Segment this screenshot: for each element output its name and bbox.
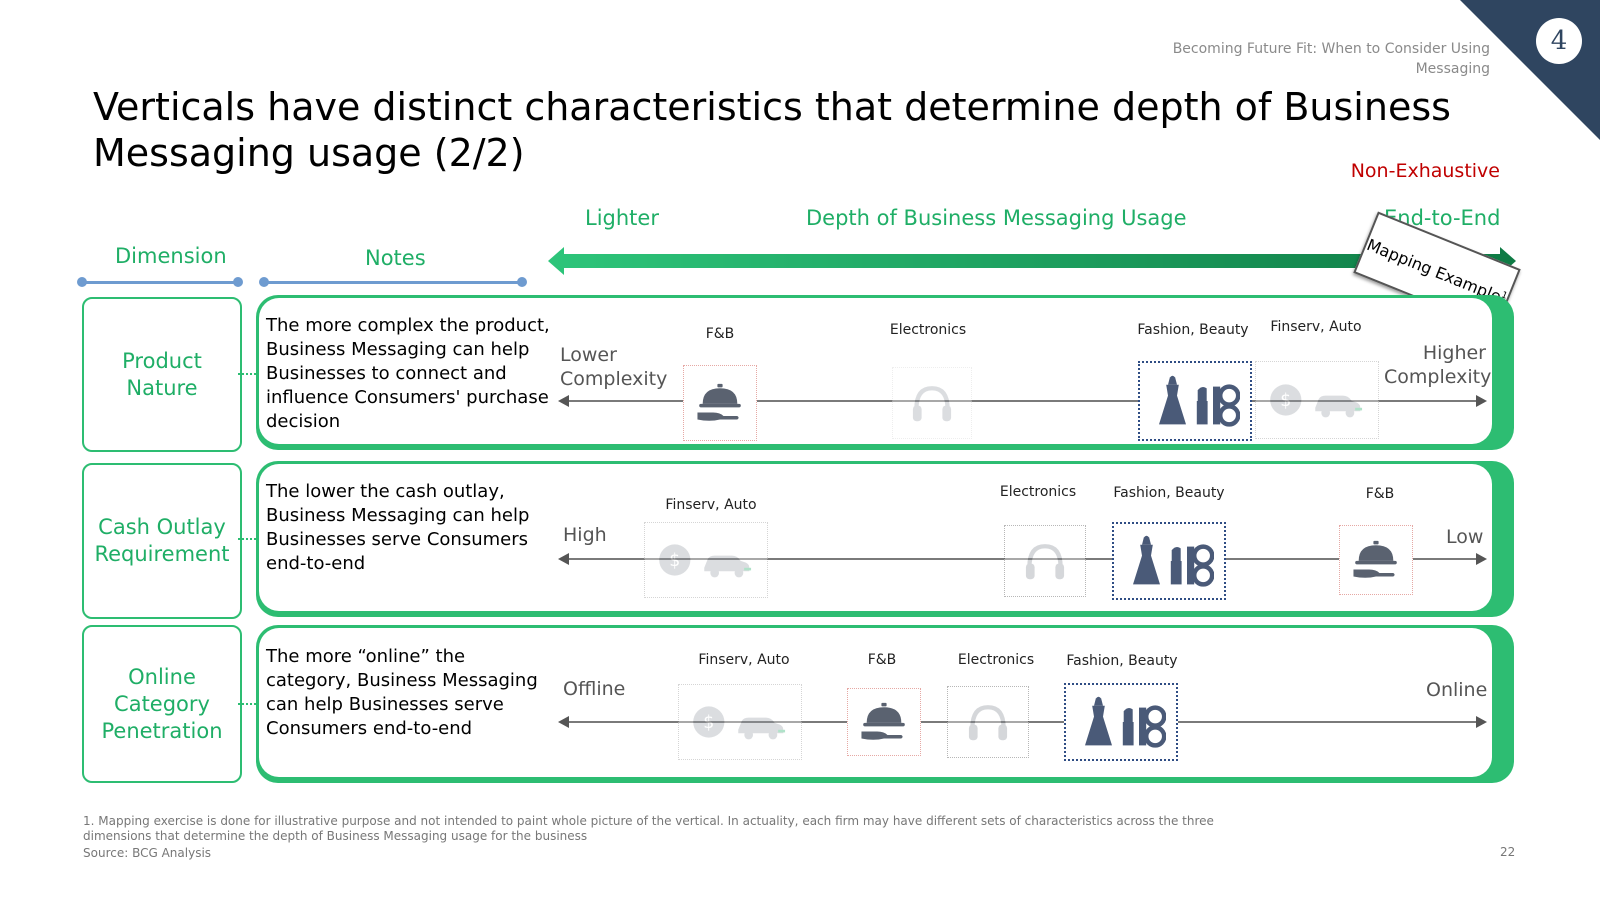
axis-left-label: High [563,524,607,546]
category-label: Fashion, Beauty [1113,485,1225,501]
food-cloche-icon [694,381,746,425]
dress-lipstick-icon [1150,374,1240,428]
row-frame-cash-outlay [256,461,1514,617]
axis-product-nature [566,400,1480,402]
category-label: Electronics [999,484,1077,500]
corner-accent [1460,0,1600,140]
rule-dot [233,277,243,287]
headphones-icon [906,381,958,425]
coin-car-icon [654,538,758,582]
dimension-cash-outlay: Cash Outlay Requirement [82,463,242,619]
scale-left-label: Lighter [585,206,659,230]
note-cash-outlay: The lower the cash outlay, Business Mess… [266,481,530,574]
axis-left-arrow [558,716,569,728]
footnote: 1. Mapping exercise is done for illustra… [83,814,1214,843]
category-tile-finserv-auto [1255,361,1379,439]
category-label: Fashion, Beauty [1066,653,1178,669]
axis-online-penetration [566,721,1480,723]
non-exhaustive-label: Non-Exhaustive [1350,160,1500,182]
category-tile-finserv-auto [678,684,802,760]
category-label: Finserv, Auto [665,497,757,513]
scale-center-label: Depth of Business Messaging Usage [806,206,1187,230]
axis-left-label: Offline [563,678,626,700]
dress-lipstick-icon [1124,534,1214,588]
rule-dot [517,277,527,287]
category-label: Fashion, Beauty [1137,322,1249,338]
category-label: F&B [1365,486,1395,502]
axis-right-label: Higher Complexity [1384,342,1492,388]
axis-right-arrow [1476,395,1487,407]
food-cloche-icon [1350,538,1402,582]
dimension-rule [82,281,238,284]
row-connector [238,538,256,540]
rule-dot [259,277,269,287]
headphones-icon [962,700,1014,744]
dimension-header: Dimension [115,244,227,268]
category-label: Electronics [957,652,1035,668]
note-product-nature: The more complex the product, Business M… [266,315,550,432]
food-cloche-icon [858,700,910,744]
category-label: F&B [867,652,897,668]
notes-header: Notes [365,246,426,270]
rule-dot [77,277,87,287]
headphones-icon [1019,539,1071,583]
category-tile-electronics [947,686,1029,758]
note-online-penetration: The more “online” the category, Business… [266,646,538,739]
category-tile-fashion-beauty [1112,522,1226,600]
category-label: F&B [705,326,735,342]
category-tile-fnb [847,688,921,756]
axis-right-arrow [1476,553,1487,565]
axis-left-arrow [558,395,569,407]
category-label: Finserv, Auto [698,652,790,668]
axis-left-label: Lower Complexity [560,344,668,390]
depth-scale-arrow [548,247,1516,275]
category-tile-fnb [1339,525,1413,595]
axis-right-label: Low [1446,526,1484,548]
category-tile-fashion-beauty [1064,683,1178,761]
section-note: Becoming Future Fit: When to Consider Us… [1172,41,1490,77]
source-note: Source: BCG Analysis [83,846,212,860]
row-frame-product-nature [256,295,1514,450]
notes-rule [264,281,522,284]
page-title: Verticals have distinct characteristics … [93,85,1451,175]
axis-left-arrow [558,553,569,565]
coin-car-icon [688,700,792,744]
dress-lipstick-icon [1076,695,1166,749]
category-label: Electronics [889,322,967,338]
category-tile-finserv-auto [644,522,768,598]
category-tile-fashion-beauty [1138,361,1252,441]
axis-right-label: Online [1426,679,1488,701]
row-connector [238,373,256,375]
category-label: Finserv, Auto [1270,319,1362,335]
category-tile-fnb [683,365,757,441]
axis-cash-outlay [566,558,1480,560]
section-badge: 4 [1536,18,1582,64]
category-tile-electronics [892,367,972,439]
category-tile-electronics [1004,525,1086,597]
page-number: 22 [1500,845,1516,859]
dimension-product-nature: Product Nature [82,297,242,452]
row-connector [238,703,256,705]
axis-right-arrow [1476,716,1487,728]
coin-car-icon [1265,378,1369,422]
dimension-online-penetration: Online Category Penetration [82,625,242,783]
